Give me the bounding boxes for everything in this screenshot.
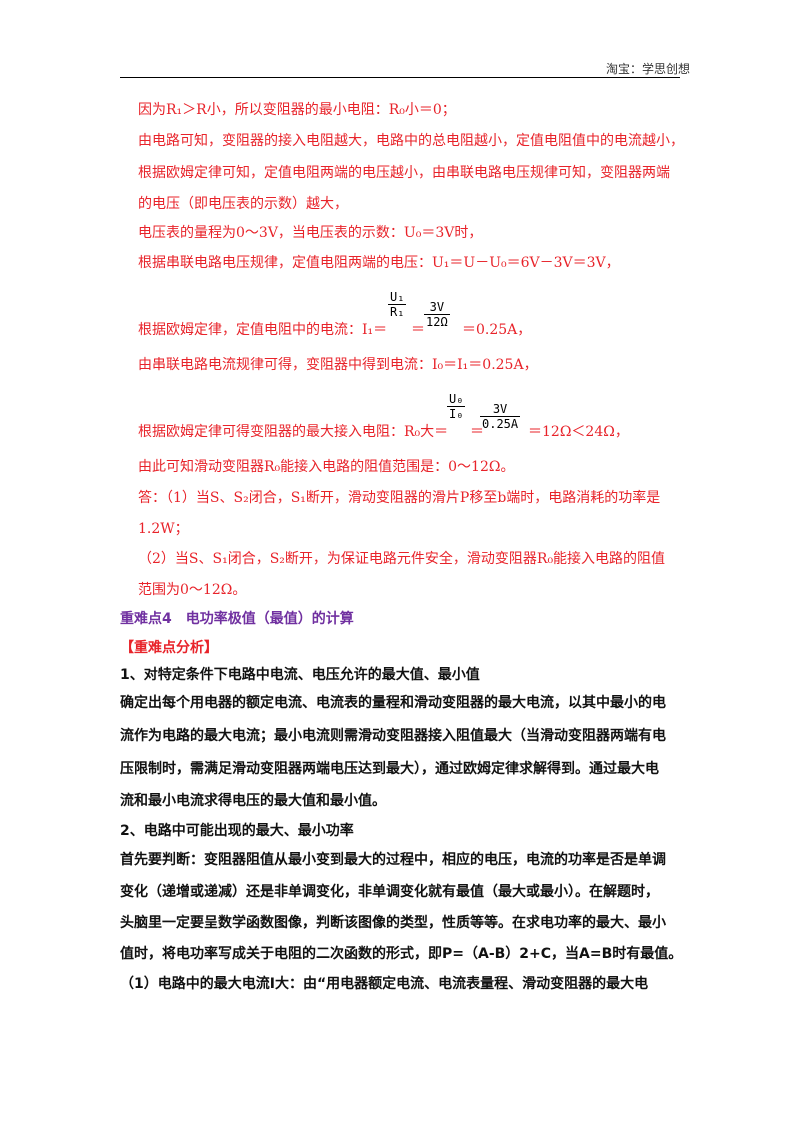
equals-sign: ＝: [411, 322, 425, 338]
fraction-u1-r1: U₁ R₁: [388, 290, 407, 319]
fraction-numerator: 3V: [492, 402, 508, 416]
section-title: 重难点4 电功率极值（最值）的计算: [120, 611, 354, 627]
paragraph-line: 压限制时，需满足滑动变阻器两端电压达到最大），通过欧姆定律求解得到。通过最大电: [120, 761, 659, 777]
fraction-denominator: 0.25A: [480, 416, 521, 431]
paragraph-line: 流作为电路的最大电流；最小电流则需滑动变阻器接入阻值最大（当滑动变阻器两端有电: [120, 728, 666, 744]
paragraph-line: 确定出每个用电器的额定电流、电流表的量程和滑动变阻器的最大电流，以其中最小的电: [120, 695, 666, 711]
analysis-label: 【重难点分析】: [120, 640, 218, 656]
fraction-denominator: 12Ω: [424, 314, 450, 329]
fraction-numerator: U₀: [449, 392, 464, 406]
paragraph-line: 头脑里一定要呈数学函数图像，判断该图像的类型，性质等等。在求电功率的最大、最小: [120, 915, 666, 931]
point-2-title: 2、电路中可能出现的最大、最小功率: [120, 823, 354, 839]
paragraph-line: 流和最小电流求得电压的最大值和最小值。: [120, 793, 386, 809]
text-line: 根据欧姆定律可知，定值电阻两端的电压越小，由串联电路电压规律可知，变阻器两端: [138, 165, 670, 181]
text-line: 范围为0～12Ω。: [138, 582, 247, 598]
paragraph-line: 变化（递增或递减）还是非单调变化，非单调变化就有最值（最大或最小）。在解题时，: [120, 884, 659, 900]
fraction-3v-12ohm: 3V 12Ω: [424, 300, 450, 329]
text-line: 由串联电路电流规律可得，变阻器中得到电流：I₀＝I₁＝0.25A，: [138, 357, 538, 373]
text-line: 1.2W；: [138, 521, 189, 537]
point-1-title: 1、对特定条件下电路中电流、电压允许的最大值、最小值: [120, 667, 480, 683]
paragraph-line: 首先要判断：变阻器阻值从最小变到最大的过程中，相应的电压，电流的功率是否是单调: [120, 852, 666, 868]
text-line: 根据欧姆定律可得变阻器的最大接入电阻：R₀大＝: [138, 424, 449, 440]
fraction-3v-025a: 3V 0.25A: [480, 402, 521, 431]
text-line: 答：（1）当S、S₂闭合，S₁断开，滑动变阻器的滑片P移至b端时，电路消耗的功率…: [138, 490, 661, 506]
paragraph-line: 值时，将电功率写成关于电阻的二次函数的形式，即P=（A-B）2+C，当A=B时有…: [120, 946, 683, 962]
text-line: 根据欧姆定律，定值电阻中的电流：I₁＝: [138, 322, 388, 338]
text-line: 因为R₁＞R小，所以变阻器的最小电阻：R₀小＝0；: [138, 102, 456, 118]
header-text: 淘宝：学思创想: [605, 62, 690, 76]
equals-sign: ＝: [470, 424, 484, 440]
fraction-numerator: U₁: [390, 290, 405, 304]
fraction-numerator: 3V: [429, 300, 445, 314]
text-line: 的电压（即电压表的示数）越大，: [138, 196, 348, 212]
text-line: 由电路可知，变阻器的接入电阻越大，电路中的总电阻越小，定值电阻值中的电流越小，: [138, 133, 684, 149]
text-line: （2）当S、S₁闭合，S₂断开，为保证电路元件安全，滑动变阻器R₀能接入电路的阻…: [138, 551, 666, 567]
fraction-denominator: I₀: [447, 406, 466, 421]
text-line: ＝0.25A，: [462, 322, 532, 338]
text-line: ＝12Ω＜24Ω，: [528, 424, 629, 440]
text-line: 由此可知滑动变阻器R₀能接入电路的阻值范围是：0～12Ω。: [138, 459, 515, 475]
paragraph-line: （1）电路中的最大电流I大：由“用电器额定电流、电流表量程、滑动变阻器的最大电: [120, 976, 649, 992]
text-line: 电压表的量程为0～3V，当电压表的示数：U₀＝3V时，: [138, 225, 483, 241]
header-rule: [120, 77, 680, 78]
fraction-u0-i0: U₀ I₀: [447, 392, 466, 421]
fraction-denominator: R₁: [388, 304, 407, 319]
text-line: 根据串联电路电压规律，定值电阻两端的电压：U₁＝U－U₀＝6V－3V＝3V，: [138, 255, 620, 271]
